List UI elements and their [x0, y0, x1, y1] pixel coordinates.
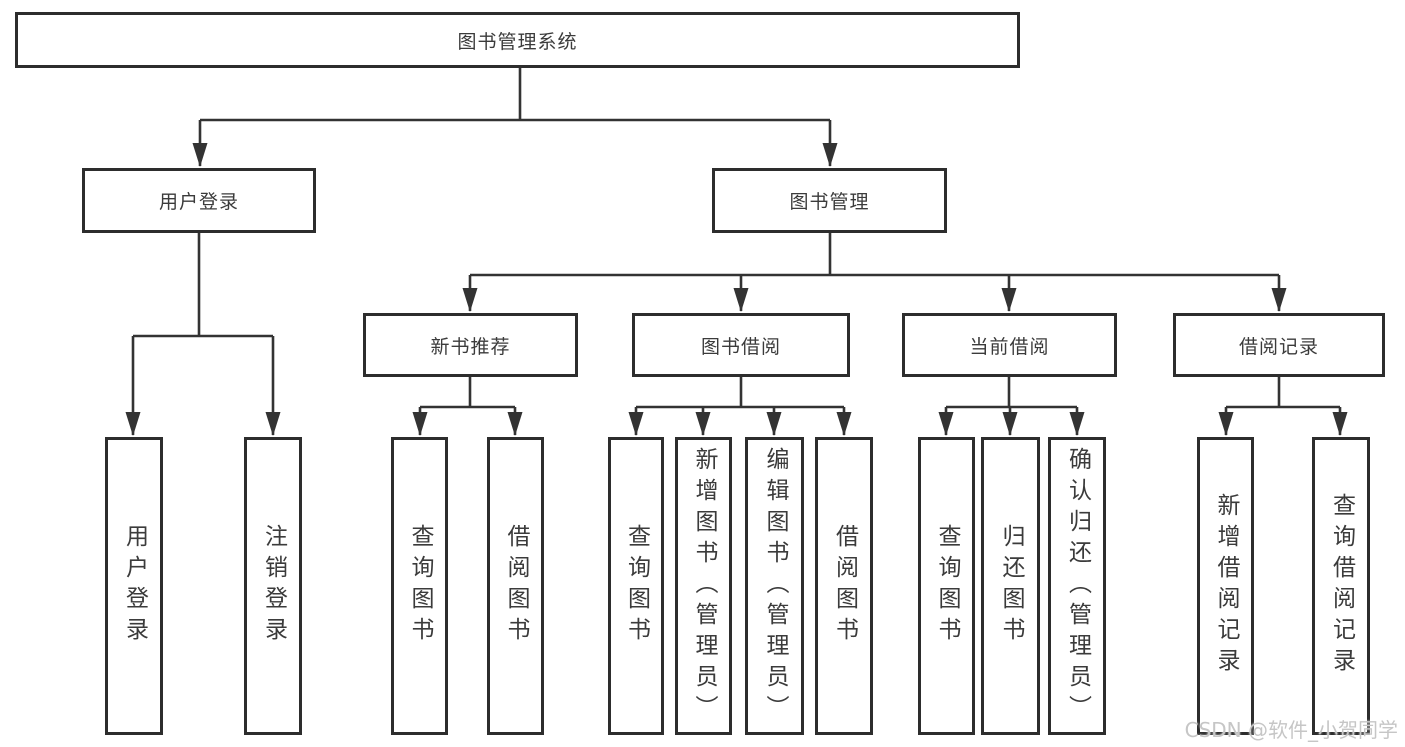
leaf-query-books-recommend-label: 查询图书: [407, 524, 433, 648]
leaf-return-books-label: 归还图书: [998, 524, 1024, 648]
node-book-borrow: 图书借阅: [632, 313, 850, 377]
node-book-management: 图书管理: [712, 168, 947, 233]
leaf-user-login-label: 用户登录: [121, 524, 148, 648]
leaf-edit-books-admin: 编辑图书（管理员）: [745, 437, 804, 735]
leaf-add-borrow-record-label: 新增借阅记录: [1213, 493, 1239, 679]
leaf-add-books-admin-label: 新增图书（管理员）: [691, 446, 717, 726]
leaf-user-login: 用户登录: [105, 437, 163, 735]
leaf-add-borrow-record: 新增借阅记录: [1197, 437, 1254, 735]
leaf-edit-books-admin-label: 编辑图书（管理员）: [762, 446, 788, 726]
leaf-confirm-return-admin-label: 确认归还（管理员）: [1064, 446, 1091, 726]
node-user-login-label: 用户登录: [158, 191, 239, 213]
leaf-query-books-recommend: 查询图书: [391, 437, 448, 735]
node-book-management-label: 图书管理: [789, 191, 870, 213]
node-user-login: 用户登录: [82, 168, 316, 233]
leaf-borrow-books: 借阅图书: [815, 437, 873, 735]
leaf-borrow-books-label: 借阅图书: [831, 524, 858, 648]
node-current-borrow-label: 当前借阅: [969, 335, 1050, 358]
leaf-query-books-borrow: 查询图书: [608, 437, 664, 735]
leaf-borrow-books-recommend-label: 借阅图书: [503, 524, 529, 648]
leaf-logout-login: 注销登录: [244, 437, 302, 735]
node-root-label: 图书管理系统: [457, 30, 578, 53]
leaf-return-books: 归还图书: [981, 437, 1040, 735]
leaf-query-borrow-record: 查询借阅记录: [1312, 437, 1370, 735]
leaf-query-books-current-label: 查询图书: [934, 524, 960, 648]
node-borrow-records: 借阅记录: [1173, 313, 1385, 377]
node-new-book-recommend: 新书推荐: [363, 313, 578, 377]
leaf-query-borrow-record-label: 查询借阅记录: [1328, 493, 1355, 679]
leaf-confirm-return-admin: 确认归还（管理员）: [1048, 437, 1106, 735]
leaf-add-books-admin: 新增图书（管理员）: [675, 437, 732, 735]
node-current-borrow: 当前借阅: [902, 313, 1117, 377]
node-new-book-recommend-label: 新书推荐: [430, 335, 511, 358]
leaf-logout-login-label: 注销登录: [260, 524, 287, 648]
leaf-query-books-borrow-label: 查询图书: [623, 524, 650, 648]
leaf-query-books-current: 查询图书: [918, 437, 975, 735]
csdn-watermark: CSDN @软件_小贺同学: [1184, 718, 1398, 742]
node-book-borrow-label: 图书借阅: [700, 335, 781, 358]
leaf-borrow-books-recommend: 借阅图书: [487, 437, 544, 735]
node-root: 图书管理系统: [15, 12, 1020, 68]
node-borrow-records-label: 借阅记录: [1238, 335, 1319, 358]
